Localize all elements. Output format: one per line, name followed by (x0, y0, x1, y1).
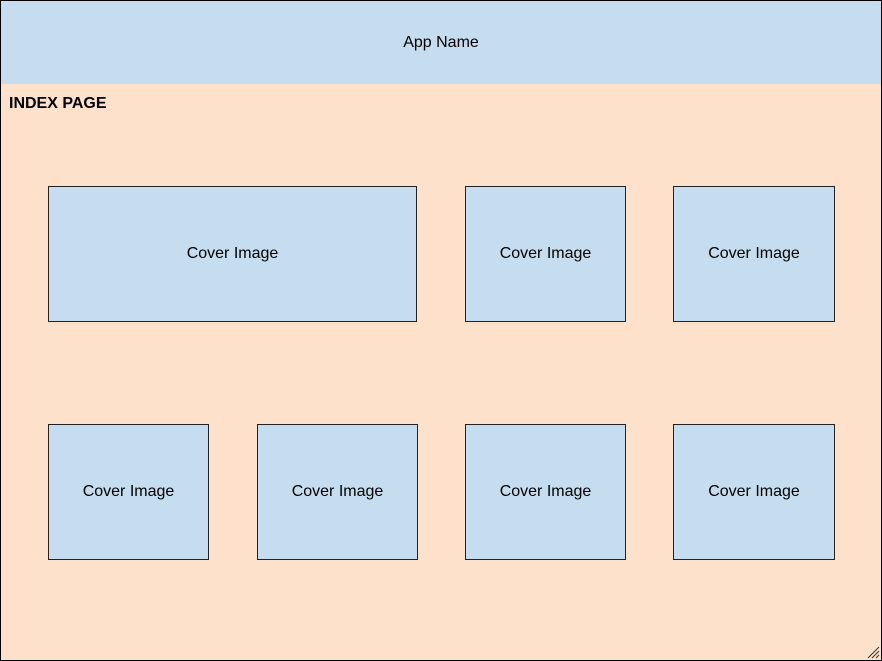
cover-image-label: Cover Image (708, 483, 800, 500)
app-header: App Name (0, 0, 882, 85)
cover-image-label: Cover Image (499, 245, 592, 262)
cover-image-label: Cover Image (499, 483, 592, 500)
cover-image-tile[interactable]: Cover Image (673, 424, 835, 560)
cover-image-tile[interactable]: Cover Image (465, 424, 626, 560)
cover-image-label: Cover Image (291, 483, 384, 500)
cover-image-tile[interactable]: Cover Image (48, 424, 209, 560)
app-name: App Name (403, 33, 479, 51)
page-title: INDEX PAGE (9, 95, 107, 112)
cover-image-tile[interactable]: Cover Image (465, 186, 626, 322)
index-page: INDEX PAGE Cover Image Cover Image Cover… (0, 84, 882, 661)
resize-grip-icon[interactable] (866, 645, 880, 659)
cover-image-tile[interactable]: Cover Image (257, 424, 418, 560)
cover-image-label: Cover Image (186, 245, 279, 262)
cover-image-tile[interactable]: Cover Image (673, 186, 835, 322)
cover-image-label: Cover Image (82, 483, 175, 500)
cover-image-label: Cover Image (708, 245, 800, 262)
cover-image-featured[interactable]: Cover Image (48, 186, 417, 322)
